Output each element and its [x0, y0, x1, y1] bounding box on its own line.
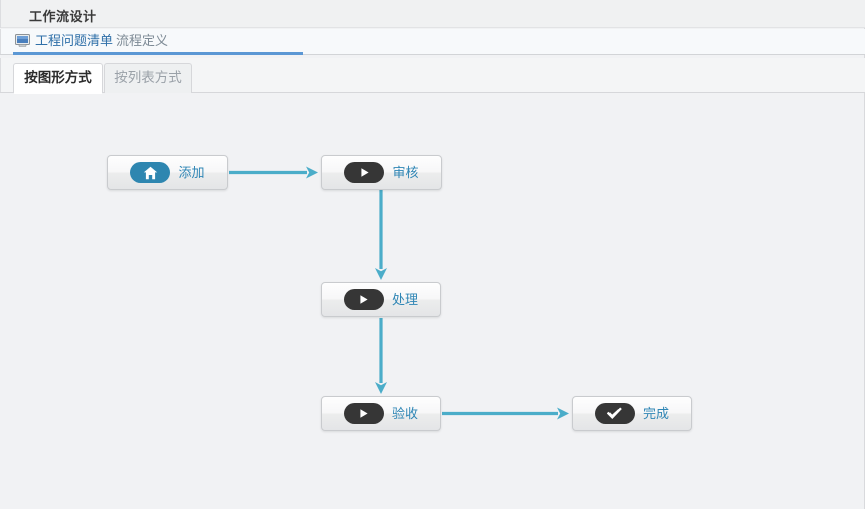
breadcrumb-left-rule — [0, 29, 1, 55]
breadcrumb-trail: 工程问题清单流程定义 — [35, 32, 168, 49]
tabstrip-underline — [0, 92, 865, 93]
breadcrumb-item-project[interactable]: 工程问题清单 — [35, 33, 114, 48]
tab-strip: 按图形方式 按列表方式 — [0, 58, 865, 94]
tab-graphic-mode[interactable]: 按图形方式 — [13, 63, 103, 94]
play-icon — [344, 162, 385, 183]
workflow-node-label: 添加 — [178, 165, 205, 180]
breadcrumb-item-current: 流程定义 — [116, 33, 169, 48]
breadcrumb: 工程问题清单流程定义 — [0, 29, 865, 55]
workflow-node-label: 处理 — [391, 292, 418, 307]
workflow-node-done[interactable]: 完成 — [572, 396, 692, 431]
workflow-node-label: 审核 — [392, 165, 419, 180]
workflow-canvas[interactable]: 添加 审核 处理 — [1, 93, 864, 509]
check-icon — [594, 403, 635, 424]
tab-list-mode[interactable]: 按列表方式 — [104, 63, 192, 93]
play-icon — [343, 289, 384, 310]
monitor-icon — [15, 34, 30, 47]
breadcrumb-divider — [0, 54, 865, 55]
play-icon — [343, 403, 384, 424]
workflow-node-process[interactable]: 处理 — [321, 282, 441, 317]
home-icon — [130, 162, 171, 183]
workflow-node-label: 验收 — [391, 406, 418, 421]
window-title: 工作流设计 — [29, 9, 97, 24]
breadcrumb-accent-bar — [13, 52, 303, 55]
titlebar-left-rule — [0, 0, 1, 28]
workflow-node-add[interactable]: 添加 — [107, 155, 228, 190]
workflow-node-label: 完成 — [642, 406, 669, 421]
window-titlebar: 工作流设计 — [0, 0, 865, 28]
workflow-node-review[interactable]: 审核 — [321, 155, 442, 190]
tabstrip-left-rule — [0, 58, 1, 93]
workflow-node-accept[interactable]: 验收 — [321, 396, 441, 431]
